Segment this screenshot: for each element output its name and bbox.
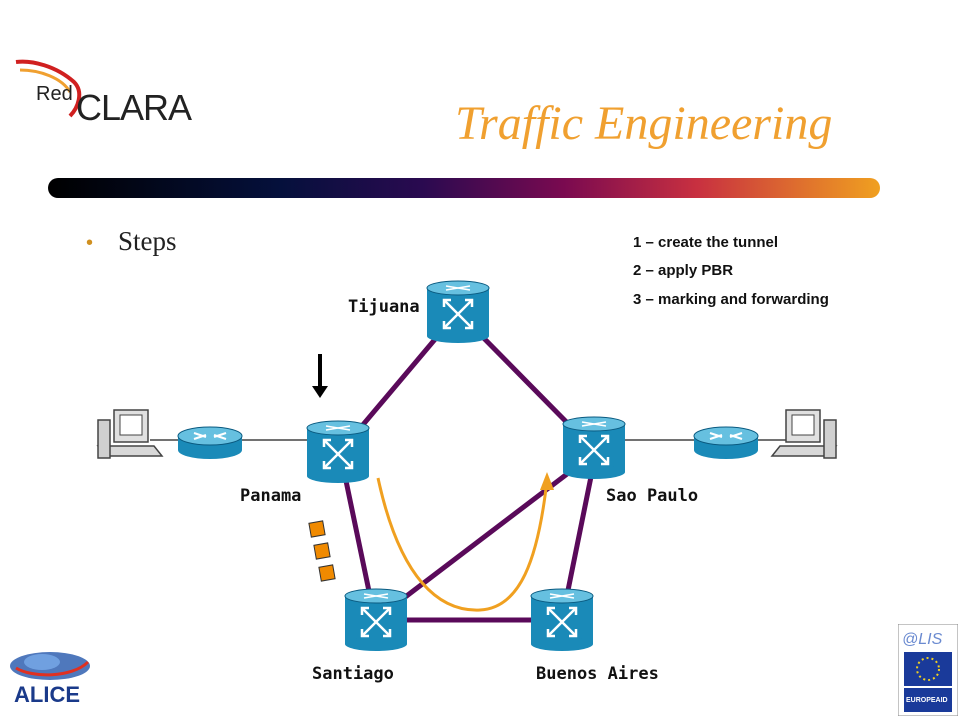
packet-2: [313, 542, 331, 560]
computer-right-icon: [771, 409, 837, 459]
router-buenosaires-icon: [529, 587, 595, 653]
te-path-arrowhead: [540, 472, 554, 490]
router-saopaulo-icon: [561, 415, 627, 481]
label-panama: Panama: [240, 486, 302, 506]
alis-europeaid-logo: @LIS EUROPEAID: [898, 624, 958, 716]
alis-logo-text: @LIS: [902, 631, 943, 648]
router-santiago-icon: [343, 587, 409, 653]
redclara-swoosh: Red CLARA: [15, 59, 192, 126]
packets: [308, 520, 336, 582]
packet-1: [308, 520, 326, 538]
edge-router-left-icon: [177, 426, 243, 460]
router-tijuana-icon: [425, 279, 491, 345]
label-santiago: Santiago: [312, 664, 394, 684]
label-sao-paulo: Sao Paulo: [606, 486, 699, 506]
link-santiago-saopaulo: [373, 450, 598, 622]
page-title: Traffic Engineering: [455, 97, 833, 150]
title-divider-bar: [48, 178, 880, 198]
packet-3: [318, 564, 336, 582]
te-path-arrow: [376, 477, 549, 612]
step-3: 3 – marking and forwarding: [633, 291, 829, 308]
alice-logo: ALICE: [2, 644, 98, 716]
step-2: 2 – apply PBR: [633, 262, 734, 279]
down-arrow-head: [312, 386, 328, 398]
alice-logo-text: ALICE: [14, 682, 80, 707]
router-panama-icon: [305, 419, 371, 485]
label-tijuana: Tijuana: [348, 297, 420, 317]
europeaid-logo-text: EUROPEAID: [906, 697, 948, 704]
edge-router-right-icon: [693, 426, 759, 460]
redclara-logo: Red CLARA: [12, 56, 192, 126]
computer-left-icon: [97, 409, 163, 459]
backbone-links: [337, 310, 599, 623]
svg-text:CLARA: CLARA: [76, 87, 192, 126]
bullet-icon: •: [86, 232, 94, 254]
label-buenos-aires: Buenos Aires: [536, 664, 659, 684]
bullet-steps: Steps: [118, 226, 177, 256]
step-1: 1 – create the tunnel: [633, 234, 779, 251]
svg-text:Red: Red: [36, 83, 73, 105]
